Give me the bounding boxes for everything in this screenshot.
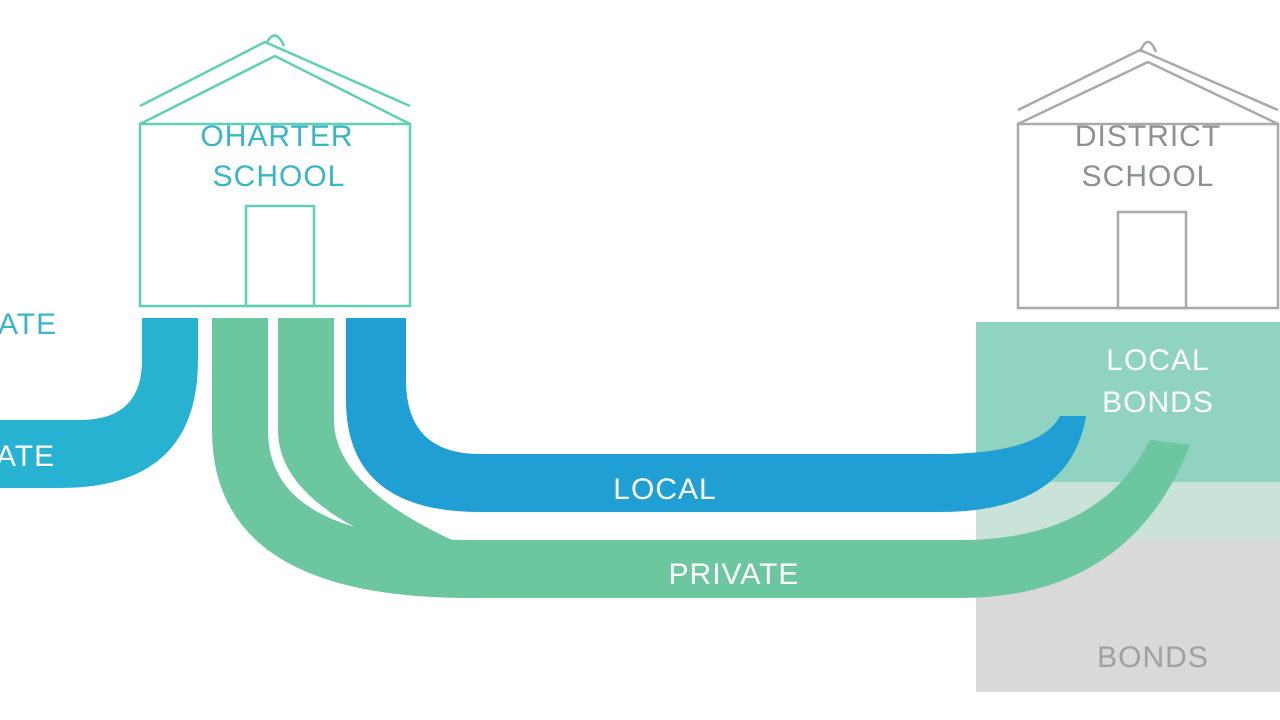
charter-roof-inner: [139, 54, 411, 126]
charter-school-label-line2: SCHOOL: [213, 160, 346, 193]
district-roof: [1017, 48, 1279, 112]
local-flow-label: LOCAL: [613, 473, 716, 506]
district-school-label-line2: SCHOOL: [1082, 160, 1215, 193]
local-flow: [346, 318, 1086, 512]
private-flow-label: PRIVATE: [669, 558, 800, 591]
left-private-partial-label: ATE: [0, 440, 55, 473]
left-flow-band: [0, 318, 198, 488]
charter-chimney: [264, 34, 286, 47]
private-flow-inner: [278, 318, 470, 548]
bonds-label: BONDS: [1097, 641, 1209, 674]
district-roof-inner: [1017, 60, 1279, 126]
charter-roof: [139, 40, 411, 108]
local-bonds-label-line2: BONDS: [1102, 386, 1214, 419]
district-school-label-line1: DISTRICT: [1075, 120, 1221, 153]
private-flow-outer: [212, 318, 1190, 598]
district-door: [1116, 210, 1188, 310]
district-chimney: [1138, 40, 1158, 53]
district-school-building: [1016, 40, 1280, 310]
charter-school-building: [138, 34, 412, 308]
left-state-partial-label: ATE: [0, 308, 57, 341]
charter-school-label-line1: OHARTER: [200, 120, 353, 153]
charter-door: [244, 204, 316, 308]
local-bonds-label-line1: LOCAL: [1106, 344, 1209, 377]
